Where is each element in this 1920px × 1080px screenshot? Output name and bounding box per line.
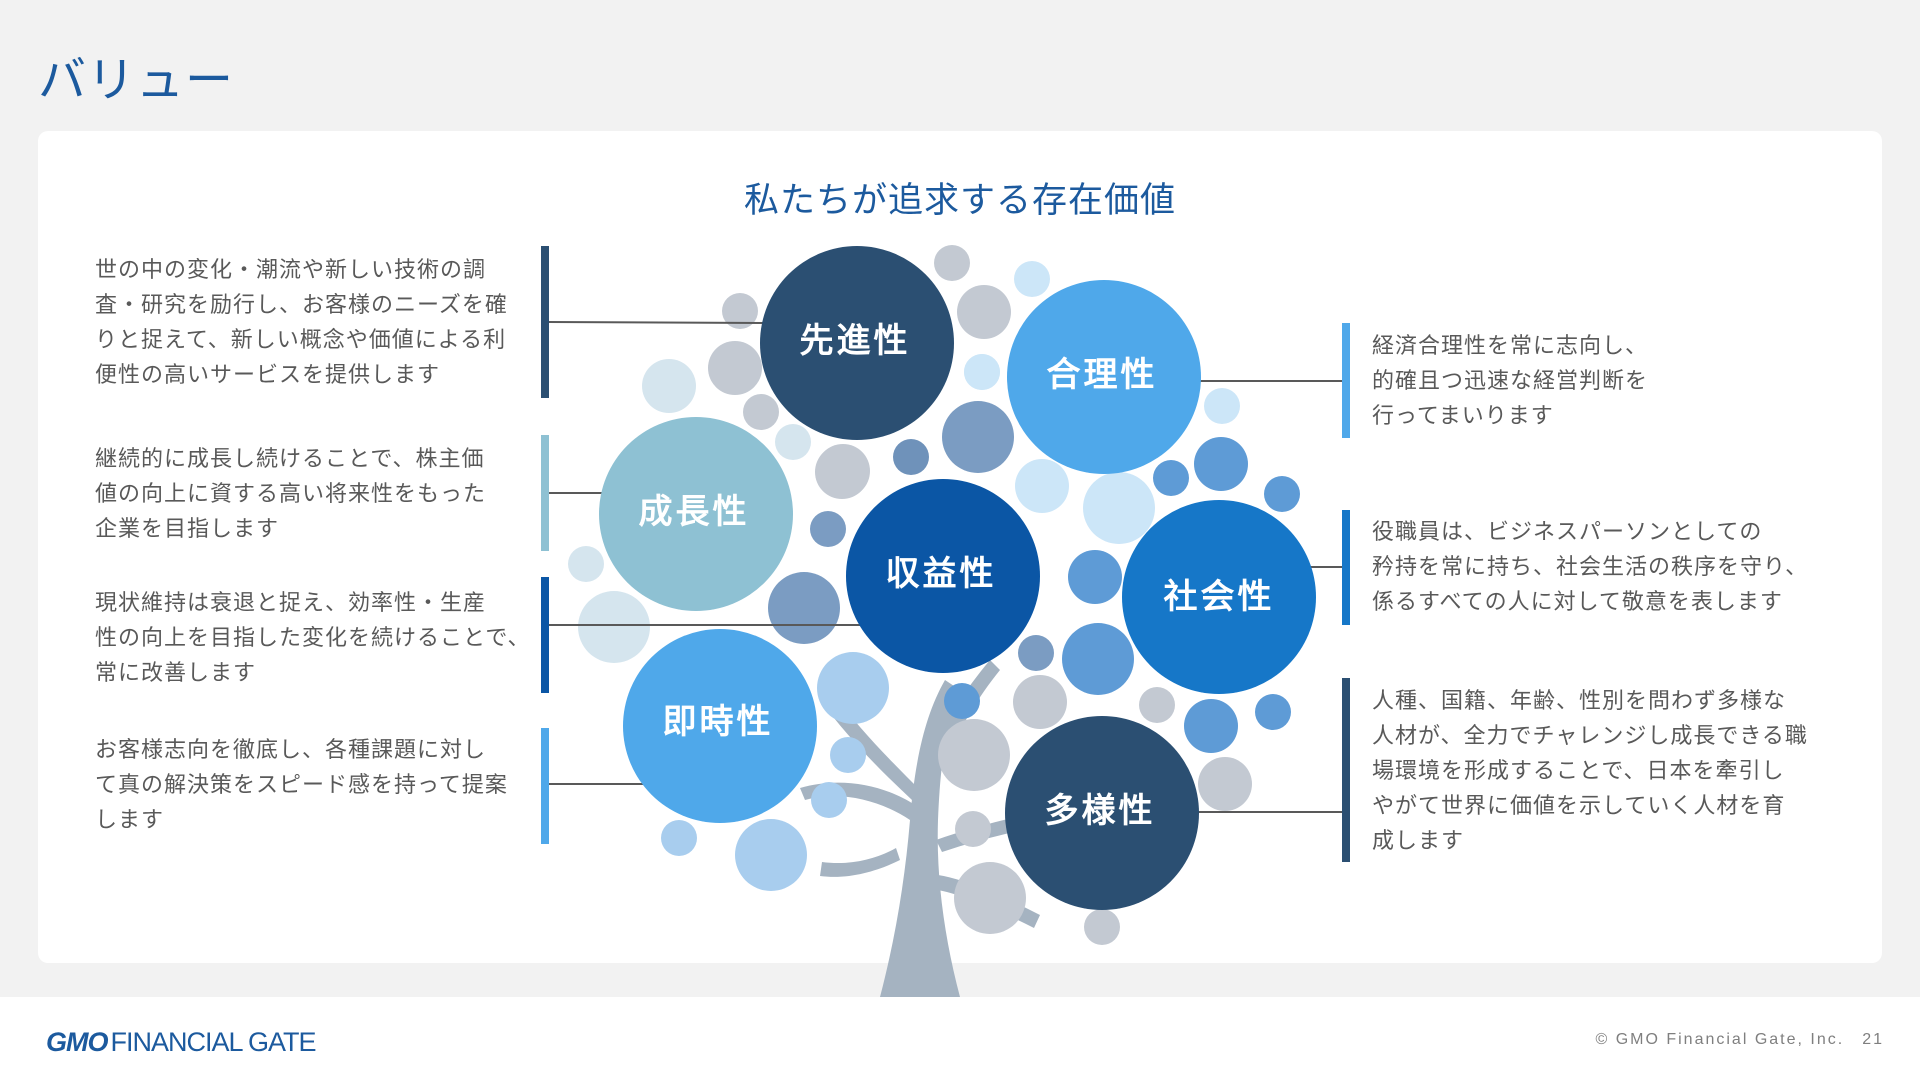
description-gourisei: 経済合理性を常に志向し、 的確且つ迅速な経営判断を 行ってまいります xyxy=(1372,329,1852,434)
description-shuuekisei: 現状維持は衰退と捉え、効率性・生産 性の向上を目指した変化を続けることで、 常に… xyxy=(95,586,535,691)
description-senshinsei: 世の中の変化・潮流や新しい技術の調 査・研究を励行し、お客様のニーズを確 りと捉… xyxy=(95,253,535,393)
label-shakaisei: 社会性 xyxy=(1124,577,1314,617)
copyright-text: © GMO Financial Gate, Inc. xyxy=(1595,1031,1844,1048)
page-number: 21 xyxy=(1862,1031,1884,1048)
label-gourisei: 合理性 xyxy=(1007,355,1197,395)
label-seichousei: 成長性 xyxy=(599,492,789,532)
description-tayousei: 人種、国籍、年齢、性別を問わず多様な 人材が、全力でチャレンジし成長できる職 場… xyxy=(1372,684,1852,859)
description-shakaisei: 役職員は、ビジネスパーソンとしての 矜持を常に持ち、社会生活の秩序を守り、 係る… xyxy=(1372,515,1852,620)
label-senshinsei: 先進性 xyxy=(760,321,950,361)
label-sokujisei: 即時性 xyxy=(623,702,813,742)
logo-gmo-text: GMO xyxy=(46,1027,108,1057)
diagram-subtitle: 私たちが追求する存在価値 xyxy=(660,172,1260,223)
footer-copyright: © GMO Financial Gate, Inc. 21 xyxy=(1595,1031,1884,1049)
description-sokujisei: お客様志向を徹底し、各種課題に対し て真の解決策をスピード感を持って提案 します xyxy=(95,733,535,838)
label-shuuekisei: 収益性 xyxy=(846,554,1036,594)
logo-name-text: FINANCIAL GATE xyxy=(111,1027,316,1057)
label-tayousei: 多様性 xyxy=(1005,791,1195,831)
description-seichousei: 継続的に成長し続けることで、株主価 値の向上に資する高い将来性をもった 企業を目… xyxy=(95,442,535,547)
